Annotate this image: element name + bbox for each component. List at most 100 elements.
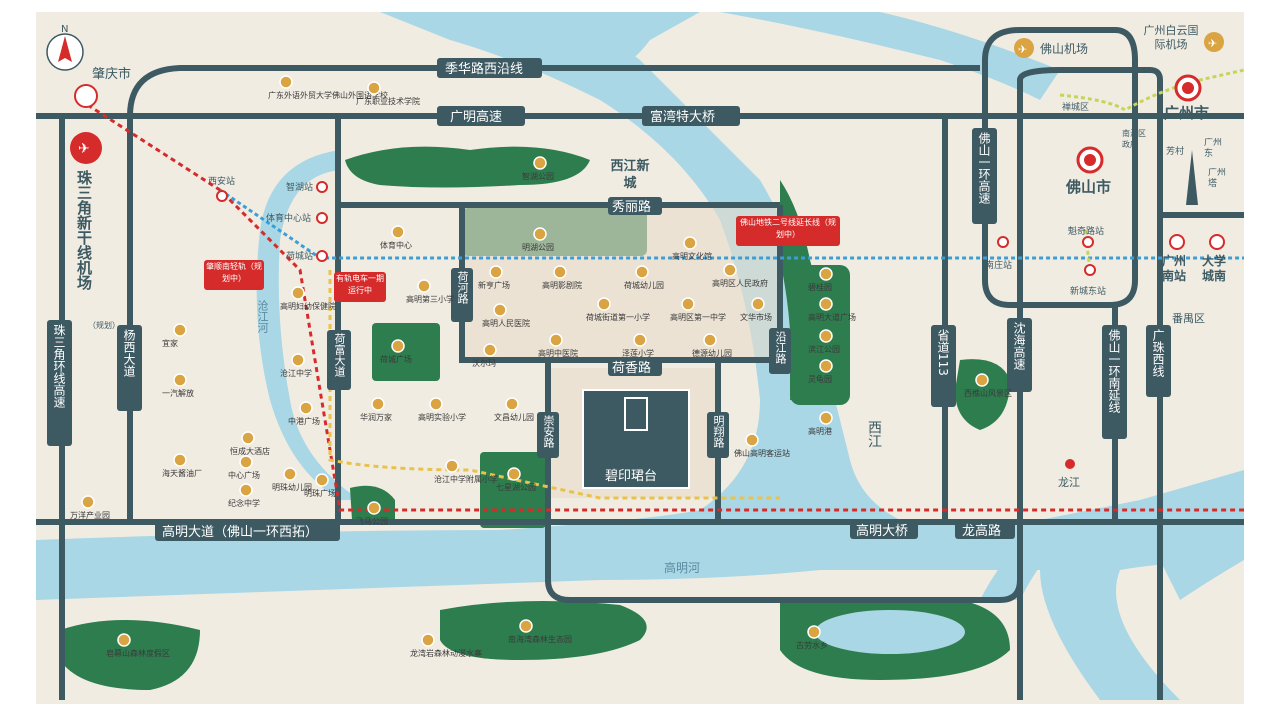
- poi-label: 纪念中学: [228, 498, 260, 508]
- poi-label: 华润万家: [360, 412, 392, 422]
- canton-tower-wrap: 广州塔: [1208, 168, 1226, 189]
- canton-tower-icon: [1186, 150, 1198, 205]
- poi-icon: [819, 267, 833, 281]
- poi-marker: 宜家: [162, 323, 187, 348]
- city-zhaoqing: 肇庆市: [92, 66, 131, 82]
- poi-icon: [819, 329, 833, 343]
- poi-marker: 高明影剧院: [542, 265, 582, 290]
- vlabel-foshan-ring1: 佛山一环高速: [972, 128, 997, 224]
- poi-icon: [635, 265, 649, 279]
- poi-label: 高明实验小学: [418, 412, 466, 422]
- poi-icon: [597, 297, 611, 311]
- poi-icon: [173, 453, 187, 467]
- poi-icon: [299, 401, 313, 415]
- poi-label: 海天酱油厂: [162, 468, 202, 478]
- label-box-jihua: [437, 58, 542, 78]
- poi-icon: [239, 455, 253, 469]
- tag-rail-zhaoqing-wrap: 肇顺南轻轨（规划中）: [206, 262, 262, 283]
- vlabel-hehe-wrap: 荷河路: [451, 268, 473, 322]
- poi-marker: 高明区第一中学: [670, 297, 726, 322]
- vlabel-yangxi: 杨西大道: [117, 325, 142, 411]
- poi-icon: [173, 373, 187, 387]
- red-tags: 佛山地铁二号线延长线（规划中） 肇顺南轻轨（规划中） 有轨电车一期运行中: [204, 216, 840, 302]
- vlabel-mingxiang-wrap: 明翔路: [707, 412, 729, 458]
- poi-icon: [391, 225, 405, 239]
- road-jihua: [127, 65, 980, 520]
- label-box-gaoming-bridge: [850, 521, 918, 539]
- poi-marker: 高明大道广场: [808, 297, 856, 322]
- station-xinchengdong: [1084, 264, 1096, 276]
- poi-icon: [239, 483, 253, 497]
- poi-icon: [291, 286, 305, 300]
- label-gaoming-avenue: 高明大道（佛山一环西拓）: [162, 524, 318, 540]
- poi-marker: 中港广场: [288, 401, 320, 426]
- canggang-label: 沧江河: [256, 300, 269, 333]
- poi-icon: [681, 297, 695, 311]
- tag-tram: [334, 272, 386, 302]
- poi-marker: 龙湾岩森林动漫水寨: [410, 633, 482, 658]
- poi-icon: [283, 467, 297, 481]
- airport-pearl-sub: （规划）: [88, 320, 120, 330]
- station-xian: [216, 190, 228, 202]
- gulao-lake: [815, 610, 965, 654]
- poi-marker: 中心广场: [228, 455, 260, 480]
- poi-icon: [391, 339, 405, 353]
- poi-label: 文华市场: [740, 312, 772, 322]
- poi-icon: [421, 633, 435, 647]
- poi-marker: 智湖公园: [522, 156, 554, 181]
- zhihu-park: [345, 146, 590, 188]
- river-xijiang: [36, 12, 1244, 700]
- station-label-kuiqi: 魁奇路站: [1068, 225, 1104, 237]
- project-plot: [582, 389, 690, 489]
- poi-icon: [533, 227, 547, 241]
- poi-icon: [819, 359, 833, 373]
- compass: N: [46, 24, 84, 71]
- label-hexiang: 荷香路: [612, 360, 651, 376]
- poi-marker: 华润万家: [360, 397, 392, 422]
- nanhaiwan-forest: [440, 601, 647, 660]
- poi-label: 恒成大酒店: [230, 446, 270, 456]
- tag-rail-zhaoqing: [204, 260, 264, 290]
- poi-label: 宜家: [162, 338, 178, 348]
- poi-label: 高明第三小学: [406, 294, 454, 304]
- poi-marker: 文华市场: [740, 297, 772, 322]
- vlabel-mingxiang: 明翔路: [707, 412, 729, 458]
- poi-marker: 明珠幼儿园: [272, 467, 312, 492]
- panyu-label: 番禺区: [1172, 312, 1205, 325]
- poi-marker: 高明港: [808, 411, 833, 436]
- poi-label: 明珠幼儿园: [272, 482, 312, 492]
- poi-label: 古劳水乡: [796, 640, 828, 650]
- compass-label: N: [61, 24, 68, 35]
- station-sports: [316, 212, 328, 224]
- station-label-zhihu: 智湖站: [286, 181, 313, 193]
- longjiang-label: 龙江: [1058, 476, 1080, 489]
- poi-label: 灵龟园: [808, 374, 832, 384]
- poi-marker: 泽莲小学: [622, 333, 654, 358]
- vlabel-zhu-ring-wrap: 珠三角环线高速: [47, 320, 72, 446]
- city-gz-south-wrap: 广州南站: [1162, 254, 1186, 283]
- poi-marker: 沧江中学: [280, 353, 312, 378]
- vlabel-hefu: 荷富大道: [327, 330, 351, 390]
- vlabel-yanjiang: 沿江路: [769, 328, 791, 374]
- poi-marker: 高明文化馆: [672, 236, 712, 261]
- road-shenhai-loop: [1017, 67, 1163, 700]
- label-fuwan: 富湾特大桥: [650, 109, 715, 125]
- poi-label: 沃尔玛: [472, 358, 496, 368]
- poi-label: 皂幕山森林度假区: [106, 648, 170, 658]
- poi-marker: 高明实验小学: [418, 397, 466, 422]
- poi-icon: [279, 75, 293, 89]
- poi-marker: 德源幼儿园: [692, 333, 732, 358]
- poi-label: 明珠广场: [304, 488, 336, 498]
- poi-icon: [553, 265, 567, 279]
- poi-marker: 南海湾森林生态园: [508, 619, 572, 644]
- label-gaoming-bridge: 高明大桥: [856, 523, 908, 539]
- poi-label: 飞马公园: [356, 517, 388, 526]
- poi-layer: 广东外语外贸大学佛山外国语学校广东职业技术学院智湖公园明湖公园高明文化馆体育中心…: [70, 75, 1012, 658]
- vlabel-yanjiang-wrap: 沿江路: [769, 328, 791, 374]
- poi-marker: 海天酱油厂: [162, 453, 202, 478]
- road-foshan-ring1: [982, 27, 1138, 308]
- river-arm: [520, 12, 700, 67]
- poi-icon: [371, 397, 385, 411]
- poi-marker: 新亨广场: [478, 265, 510, 290]
- label-box-longgao: [955, 521, 1015, 539]
